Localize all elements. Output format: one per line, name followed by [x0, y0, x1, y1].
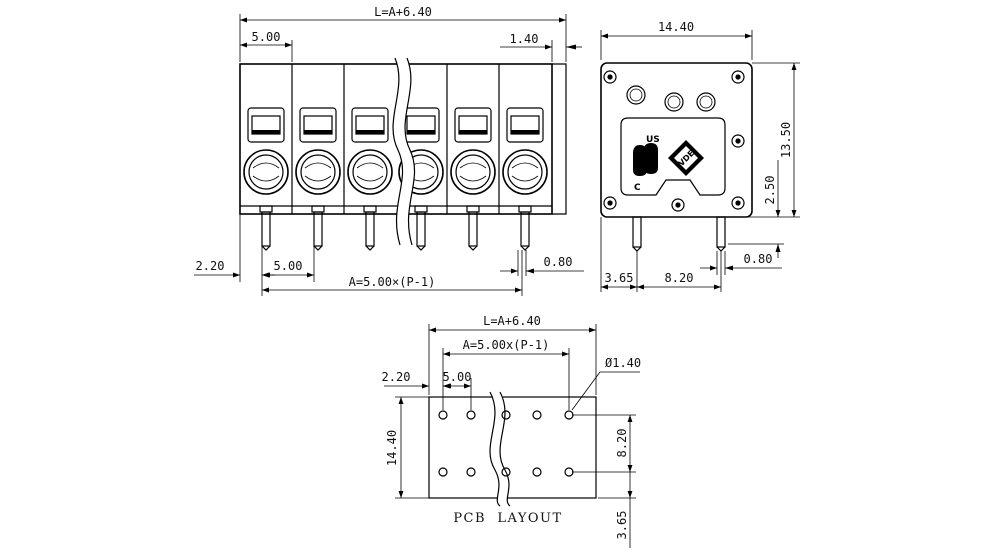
pcb-break-right — [499, 391, 511, 507]
pcb-hole-r1-c5 — [564, 410, 574, 420]
corner-screws — [603, 70, 745, 212]
top-holes — [626, 85, 716, 112]
ul-mark-icon: C US — [633, 135, 660, 193]
front-right-flange — [552, 63, 567, 215]
dim-side-pin-width: 0.80 — [744, 252, 773, 266]
pcb-dimensions: L=A+6.40 A=5.00x(P-1) Ø1.40 2.20 5.00 14… — [382, 314, 641, 548]
pcb-outline — [428, 396, 597, 499]
pole-5 — [450, 107, 496, 251]
pcb-dim-pin-span: A=5.00x(P-1) — [463, 338, 550, 352]
label-plate — [620, 117, 726, 196]
dim-pin-width: 0.80 — [544, 255, 573, 269]
pcb-dim-pitch: 5.00 — [443, 370, 472, 384]
side-pins — [632, 216, 726, 252]
dim-edge-left: 2.20 — [196, 259, 225, 273]
pcb-break-left — [489, 391, 501, 507]
pole-1 — [243, 107, 289, 251]
front-view: L=A+6.40 5.00 1.40 2.20 5.00 A — [194, 5, 584, 296]
dim-front-pin: 3.65 — [605, 271, 634, 285]
pcb-dim-row-spacing: 8.20 — [615, 429, 629, 458]
cert-c: C — [634, 183, 641, 193]
front-dimensions: L=A+6.40 5.00 1.40 2.20 5.00 A — [194, 5, 584, 296]
dim-pitch-bottom: 5.00 — [274, 259, 303, 273]
front-poles — [243, 107, 548, 251]
pcb-layout-caption: PCB LAYOUT — [453, 511, 562, 526]
side-view: C US VDE 14.40 13.50 — [600, 20, 800, 292]
dim-side-width: 14.40 — [658, 20, 694, 34]
pole-6 — [502, 107, 548, 251]
side-body-outline — [600, 62, 753, 218]
pcb-dim-hole: Ø1.40 — [605, 356, 641, 370]
pcb-dim-width: 14.40 — [385, 430, 399, 466]
dim-total-length: L=A+6.40 — [374, 5, 432, 19]
pcb-hole-r1-c4 — [532, 410, 542, 420]
cert-us: US — [646, 135, 660, 145]
pcb-hole-r2-c5 — [564, 467, 574, 477]
dim-pin-span: A=5.00×(P-1) — [349, 275, 436, 289]
pcb-dim-edge-bottom: 3.65 — [615, 511, 629, 540]
dim-pitch-top: 5.00 — [252, 30, 281, 44]
dim-pin-offset: 2.50 — [763, 176, 777, 205]
pcb-layout: L=A+6.40 A=5.00x(P-1) Ø1.40 2.20 5.00 14… — [382, 314, 641, 548]
pole-2 — [295, 107, 341, 251]
pcb-hole-r1-c2 — [466, 410, 476, 420]
dim-pin-spacing: 8.20 — [665, 271, 694, 285]
pcb-hole-r1-c1 — [438, 410, 448, 420]
pcb-hole-r2-c2 — [466, 467, 476, 477]
side-dimensions: 14.40 13.50 2.50 0.80 3.65 — [600, 20, 800, 292]
pcb-holes — [438, 410, 574, 477]
dim-side-height: 13.50 — [779, 122, 793, 158]
pcb-hole-r1-c3 — [501, 410, 511, 420]
break-line-right — [404, 57, 416, 246]
pcb-dim-edge-left: 2.20 — [382, 370, 411, 384]
pcb-hole-r2-c1 — [438, 467, 448, 477]
break-line-left — [392, 57, 404, 246]
pcb-hole-r2-c3 — [501, 467, 511, 477]
pole-3 — [347, 107, 393, 251]
dim-edge-right: 1.40 — [510, 32, 539, 46]
vde-mark-icon: VDE — [668, 140, 704, 176]
pcb-hole-r2-c4 — [532, 467, 542, 477]
pole-separators — [291, 64, 500, 214]
pcb-dim-total-length: L=A+6.40 — [483, 314, 541, 328]
